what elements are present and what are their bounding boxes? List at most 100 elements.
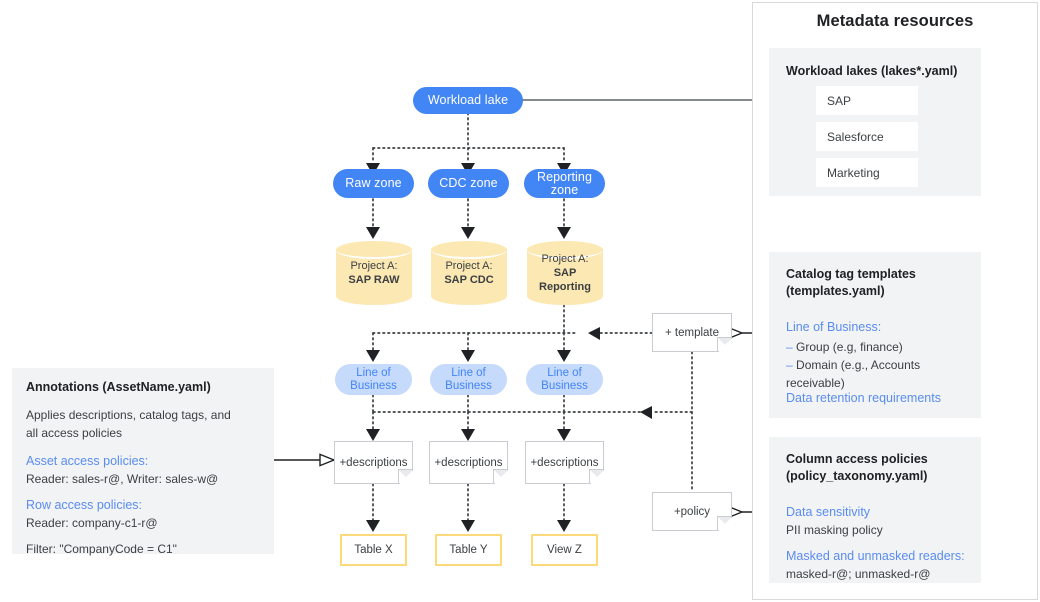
note-fold-corner	[717, 516, 731, 530]
arrowhead-template-bus	[588, 327, 600, 340]
output-label-view-z: View Z	[547, 544, 582, 556]
descriptions-label-1: +descriptions	[339, 456, 408, 469]
output-label-table-x: Table X	[354, 544, 393, 556]
project-sap-reporting-label: Project A: SAP Reporting	[527, 252, 603, 294]
workload-lake-item-sap[interactable]: SAP	[816, 86, 918, 115]
bullet-dash: –	[786, 340, 793, 354]
descriptions-label-2: +descriptions	[434, 456, 503, 469]
wire-lake-to-zones	[372, 112, 565, 164]
metadata-resources-title: Metadata resources	[816, 12, 974, 30]
project-prefix: Project A:	[445, 260, 493, 272]
node-output-view-z[interactable]: View Z	[531, 534, 598, 566]
masked-readers-label: Masked and unmasked readers:	[786, 549, 965, 563]
lob-label-1: Line of Business	[350, 367, 397, 393]
lob-line2: Business	[350, 379, 397, 392]
zone-cdc-label: CDC zone	[439, 176, 498, 190]
wire-zones-to-projects	[372, 198, 565, 228]
row-access-policies-label: Row access policies:	[26, 498, 143, 512]
workload-lake-item-label: Salesforce	[827, 129, 884, 144]
node-descriptions-3[interactable]: +descriptions	[525, 441, 604, 484]
note-fold-corner	[398, 469, 412, 483]
note-fold-corner	[589, 469, 603, 483]
wire-descriptions-to-outputs	[372, 483, 565, 521]
column-policies-heading-line2: (policy_taxonomy.yaml)	[786, 469, 928, 483]
lob-line2: Business	[445, 379, 492, 392]
project-sap-cdc-label: Project A: SAP CDC	[431, 259, 507, 287]
asset-access-policies-value: Reader: sales-r@, Writer: sales-w@	[26, 472, 219, 486]
node-descriptions-2[interactable]: +descriptions	[429, 441, 508, 484]
node-project-sap-raw[interactable]: Project A: SAP RAW	[336, 241, 412, 305]
row-access-policies-value: Reader: company-c1-r@	[26, 516, 158, 530]
node-line-of-business-3[interactable]: Line of Business	[526, 364, 603, 395]
project-name: SAP CDC	[444, 274, 494, 286]
lob-line1: Line of	[356, 366, 391, 379]
annotations-intro-line1: Applies descriptions, catalog tags, and	[26, 408, 231, 422]
node-descriptions-1[interactable]: +descriptions	[334, 441, 413, 484]
node-zone-cdc[interactable]: CDC zone	[428, 169, 509, 198]
arrowheads-projects	[366, 227, 571, 239]
arrowheads-outputs	[366, 520, 571, 532]
lob-line2: Business	[541, 379, 588, 392]
node-project-sap-reporting[interactable]: Project A: SAP Reporting	[527, 241, 603, 305]
annotations-heading: Annotations (AssetName.yaml)	[26, 380, 211, 394]
node-zone-reporting[interactable]: Reporting zone	[524, 169, 605, 198]
catalog-templates-bullet-1: – Group (e.g, finance)	[786, 338, 903, 356]
annotations-intro-line2: all access policies	[26, 426, 123, 440]
data-retention-label: Data retention requirements	[786, 391, 941, 405]
workload-lake-item-marketing[interactable]: Marketing	[816, 158, 918, 187]
column-access-policies-card: Column access policies (policy_taxonomy.…	[769, 437, 981, 583]
arrowheads-descriptions	[366, 429, 571, 441]
wire-template-to-lob	[372, 304, 653, 351]
node-output-table-y[interactable]: Table Y	[435, 534, 502, 566]
policy-note-label: +policy	[673, 505, 711, 518]
lob-label-3: Line of Business	[541, 367, 588, 393]
lob-line1: Line of	[547, 366, 582, 379]
arrowhead-policy-bus	[640, 406, 652, 419]
project-name: SAP Reporting	[539, 267, 591, 293]
cylinder-top	[431, 241, 507, 259]
project-name: SAP RAW	[348, 274, 400, 286]
workload-lakes-heading: Workload lakes (lakes*.yaml)	[786, 64, 958, 78]
data-sensitivity-label: Data sensitivity	[786, 505, 871, 519]
node-template-note[interactable]: + template	[652, 313, 732, 352]
node-output-table-x[interactable]: Table X	[340, 534, 407, 566]
note-fold-corner	[717, 337, 731, 351]
output-label-table-y: Table Y	[449, 544, 488, 556]
column-policies-heading-line1: Column access policies	[786, 452, 928, 466]
asset-access-policies-label: Asset access policies:	[26, 454, 149, 468]
node-line-of-business-2[interactable]: Line of Business	[430, 364, 507, 395]
project-prefix: Project A:	[350, 260, 398, 272]
catalog-templates-bullet-2: – Domain (e.g., Accounts receivable)	[786, 356, 981, 392]
catalog-tag-templates-card: Catalog tag templates (templates.yaml) L…	[769, 252, 981, 418]
bullet-text: Domain (e.g., Accounts receivable)	[786, 358, 921, 390]
bullet-text: Group (e.g, finance)	[796, 340, 903, 354]
catalog-templates-heading-line2: (templates.yaml)	[786, 284, 885, 298]
lob-label-2: Line of Business	[445, 367, 492, 393]
bullet-dash: –	[786, 358, 793, 372]
template-note-label: + template	[664, 326, 720, 339]
cylinder-top	[527, 241, 603, 259]
workload-lake-label: Workload lake	[427, 93, 509, 107]
workload-lake-item-label: SAP	[827, 93, 852, 108]
node-workload-lake[interactable]: Workload lake	[413, 87, 523, 114]
node-project-sap-cdc[interactable]: Project A: SAP CDC	[431, 241, 507, 305]
note-fold-corner	[493, 469, 507, 483]
project-sap-raw-label: Project A: SAP RAW	[336, 259, 412, 287]
workload-lake-item-label: Marketing	[827, 165, 880, 180]
zone-raw-label: Raw zone	[345, 176, 402, 190]
masked-readers-value: masked-r@; unmasked-r@	[786, 567, 931, 581]
zone-reporting-label: Reporting zone	[536, 169, 593, 197]
arrowheads-lob	[366, 350, 571, 362]
lob-line1: Line of	[451, 366, 486, 379]
cylinder-top	[336, 241, 412, 259]
line-of-business-label: Line of Business:	[786, 320, 882, 334]
annotations-filter-value: Filter: "CompanyCode = C1"	[26, 542, 177, 556]
node-policy-note[interactable]: +policy	[652, 492, 732, 531]
project-prefix: Project A:	[541, 253, 589, 265]
workload-lake-item-salesforce[interactable]: Salesforce	[816, 122, 918, 151]
annotations-card: Annotations (AssetName.yaml) Applies des…	[12, 368, 274, 556]
catalog-templates-heading-line1: Catalog tag templates	[786, 267, 916, 281]
node-line-of-business-1[interactable]: Line of Business	[335, 364, 412, 395]
node-zone-raw[interactable]: Raw zone	[333, 169, 414, 198]
